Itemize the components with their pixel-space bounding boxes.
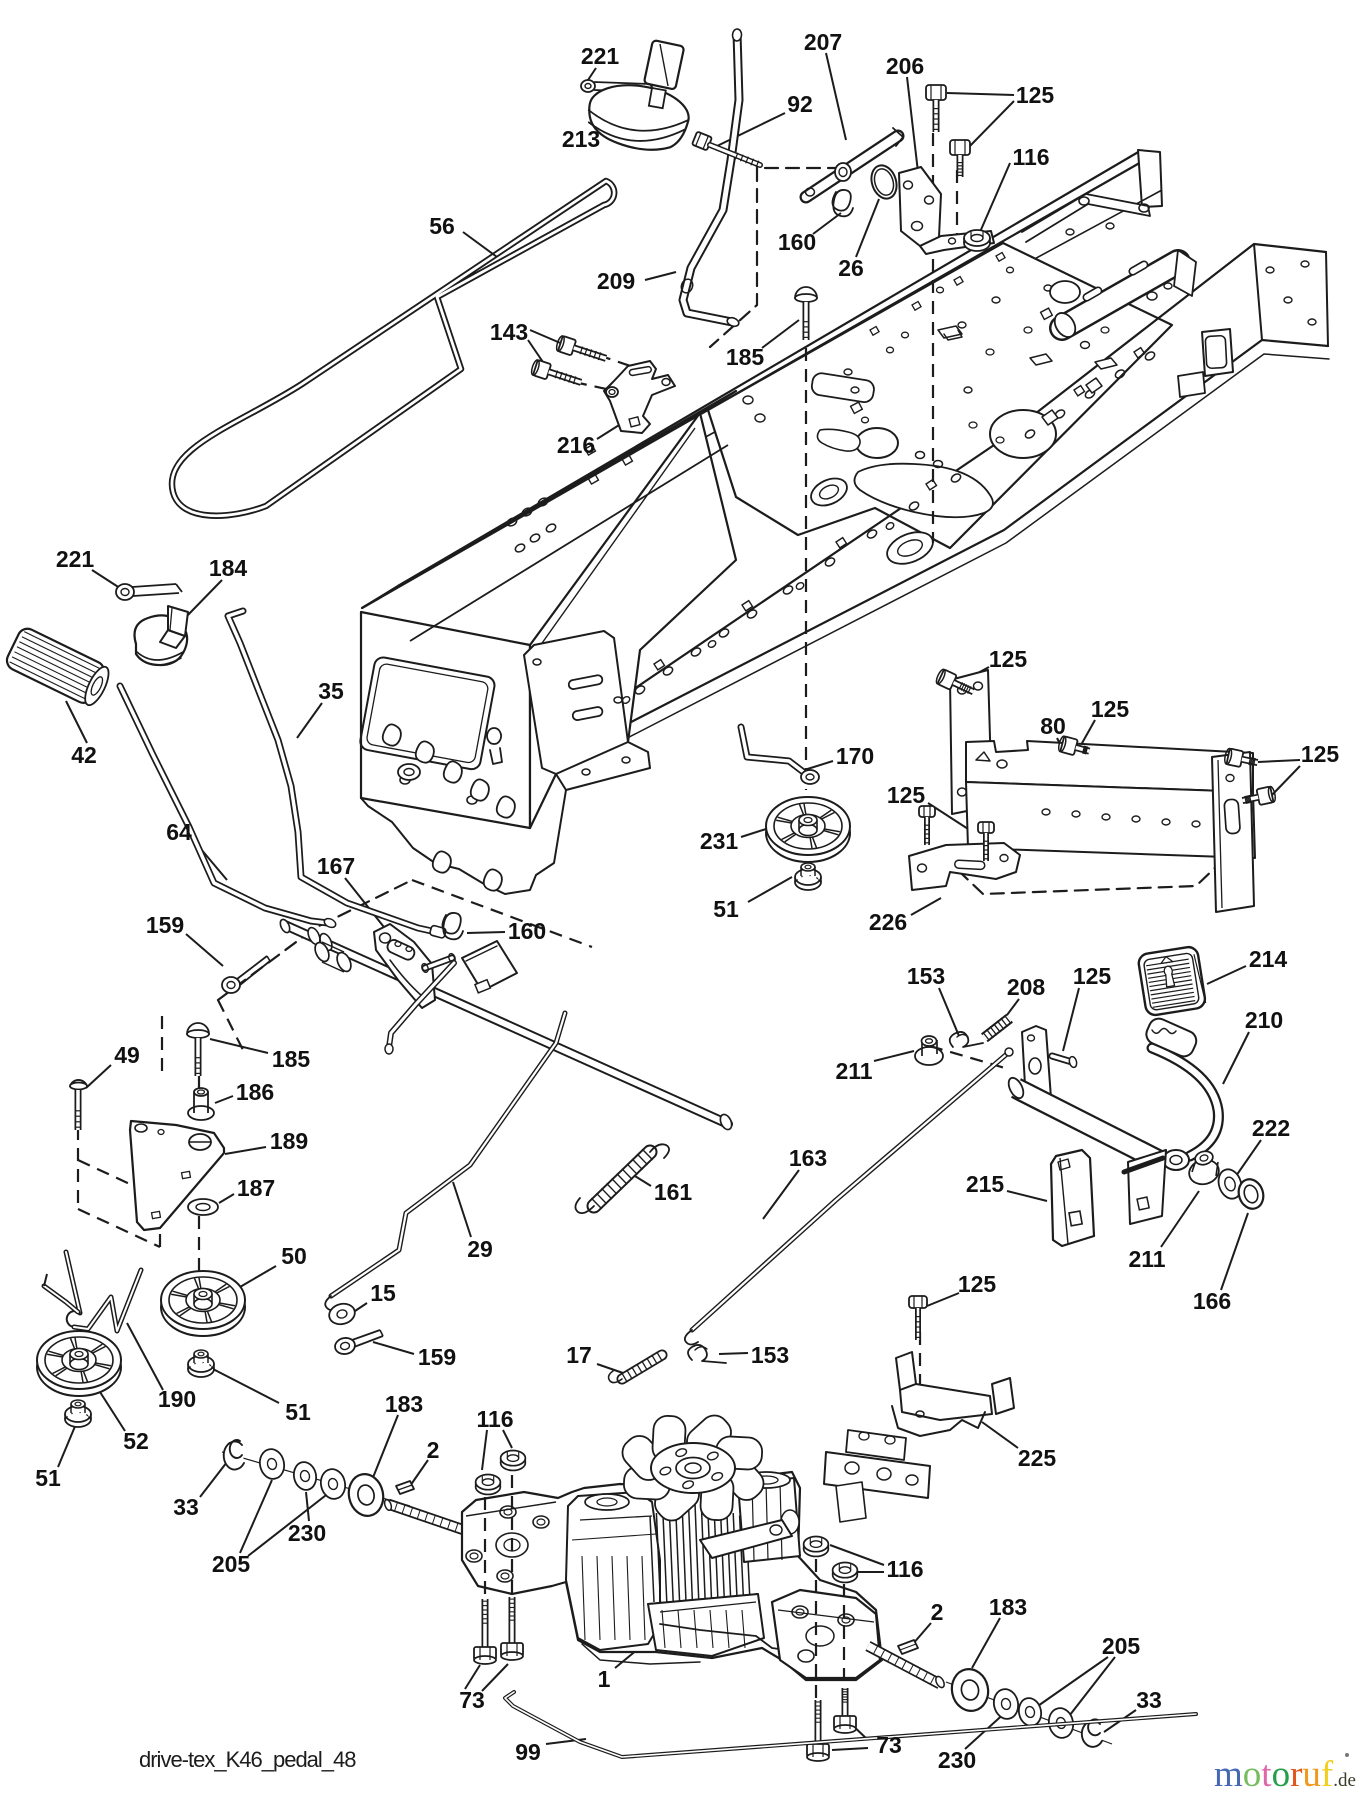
svg-text:51: 51 bbox=[713, 896, 739, 922]
svg-text:211: 211 bbox=[1128, 1246, 1165, 1272]
svg-text:187: 187 bbox=[237, 1175, 275, 1201]
svg-text:125: 125 bbox=[1301, 741, 1340, 767]
svg-text:221: 221 bbox=[56, 546, 95, 572]
svg-text:2: 2 bbox=[427, 1437, 440, 1463]
svg-text:184: 184 bbox=[209, 555, 248, 581]
svg-text:205: 205 bbox=[1102, 1633, 1141, 1659]
svg-text:209: 209 bbox=[597, 268, 635, 294]
svg-text:51: 51 bbox=[285, 1399, 311, 1425]
svg-text:186: 186 bbox=[236, 1079, 274, 1105]
svg-text:207: 207 bbox=[804, 29, 842, 55]
svg-text:99: 99 bbox=[515, 1739, 541, 1765]
svg-text:17: 17 bbox=[566, 1342, 592, 1368]
svg-text:64: 64 bbox=[166, 819, 192, 845]
svg-text:225: 225 bbox=[1018, 1445, 1057, 1471]
svg-text:42: 42 bbox=[71, 742, 97, 768]
svg-text:183: 183 bbox=[385, 1391, 423, 1417]
svg-text:1: 1 bbox=[598, 1666, 611, 1692]
svg-text:213: 213 bbox=[562, 126, 600, 152]
svg-text:116: 116 bbox=[886, 1556, 923, 1582]
svg-text:49: 49 bbox=[114, 1042, 140, 1068]
svg-text:51: 51 bbox=[35, 1465, 61, 1491]
svg-text:161: 161 bbox=[654, 1179, 693, 1205]
svg-text:210: 210 bbox=[1245, 1007, 1283, 1033]
svg-text:15: 15 bbox=[370, 1280, 396, 1306]
svg-text:159: 159 bbox=[146, 912, 184, 938]
svg-text:215: 215 bbox=[966, 1171, 1005, 1197]
svg-text:153: 153 bbox=[751, 1342, 789, 1368]
svg-text:222: 222 bbox=[1252, 1115, 1290, 1141]
svg-text:166: 166 bbox=[1193, 1288, 1231, 1314]
svg-text:116: 116 bbox=[1012, 144, 1049, 170]
svg-text:167: 167 bbox=[317, 853, 355, 879]
svg-text:189: 189 bbox=[270, 1128, 308, 1154]
svg-text:153: 153 bbox=[907, 963, 945, 989]
svg-text:231: 231 bbox=[700, 828, 739, 854]
svg-text:163: 163 bbox=[789, 1145, 827, 1171]
svg-text:160: 160 bbox=[778, 229, 816, 255]
svg-text:125: 125 bbox=[958, 1271, 997, 1297]
svg-text:motoruf.de: motoruf.de bbox=[1214, 1754, 1356, 1795]
svg-text:125: 125 bbox=[1073, 963, 1112, 989]
svg-text:drive-tex_K46_pedal_48: drive-tex_K46_pedal_48 bbox=[139, 1747, 356, 1772]
svg-text:35: 35 bbox=[318, 678, 344, 704]
svg-text:33: 33 bbox=[173, 1494, 199, 1520]
svg-text:211: 211 bbox=[835, 1058, 872, 1084]
svg-text:80: 80 bbox=[1040, 713, 1066, 739]
svg-text:214: 214 bbox=[1249, 946, 1288, 972]
svg-text:183: 183 bbox=[989, 1594, 1027, 1620]
svg-text:159: 159 bbox=[418, 1344, 456, 1370]
svg-text:190: 190 bbox=[158, 1386, 196, 1412]
svg-text:92: 92 bbox=[787, 91, 813, 117]
svg-text:160: 160 bbox=[508, 918, 546, 944]
svg-text:185: 185 bbox=[726, 344, 765, 370]
svg-text:170: 170 bbox=[836, 743, 874, 769]
svg-text:208: 208 bbox=[1007, 974, 1046, 1000]
svg-text:2: 2 bbox=[931, 1599, 944, 1625]
svg-text:230: 230 bbox=[288, 1520, 326, 1546]
svg-text:50: 50 bbox=[281, 1243, 307, 1269]
svg-text:73: 73 bbox=[459, 1687, 485, 1713]
svg-text:226: 226 bbox=[869, 909, 907, 935]
svg-text:125: 125 bbox=[1091, 696, 1130, 722]
svg-text:206: 206 bbox=[886, 53, 924, 79]
svg-text:205: 205 bbox=[212, 1551, 251, 1577]
svg-text:230: 230 bbox=[938, 1747, 976, 1773]
svg-text:185: 185 bbox=[272, 1046, 311, 1072]
svg-text:56: 56 bbox=[429, 213, 455, 239]
svg-text:33: 33 bbox=[1136, 1687, 1162, 1713]
svg-text:143: 143 bbox=[490, 319, 528, 345]
svg-text:125: 125 bbox=[989, 646, 1028, 672]
svg-text:52: 52 bbox=[123, 1428, 149, 1454]
svg-text:116: 116 bbox=[476, 1406, 513, 1432]
svg-text:216: 216 bbox=[557, 432, 595, 458]
svg-text:26: 26 bbox=[838, 255, 864, 281]
svg-text:73: 73 bbox=[876, 1732, 902, 1758]
svg-text:29: 29 bbox=[467, 1236, 493, 1262]
svg-text:125: 125 bbox=[887, 782, 926, 808]
svg-text:221: 221 bbox=[581, 43, 620, 69]
svg-text:125: 125 bbox=[1016, 82, 1055, 108]
